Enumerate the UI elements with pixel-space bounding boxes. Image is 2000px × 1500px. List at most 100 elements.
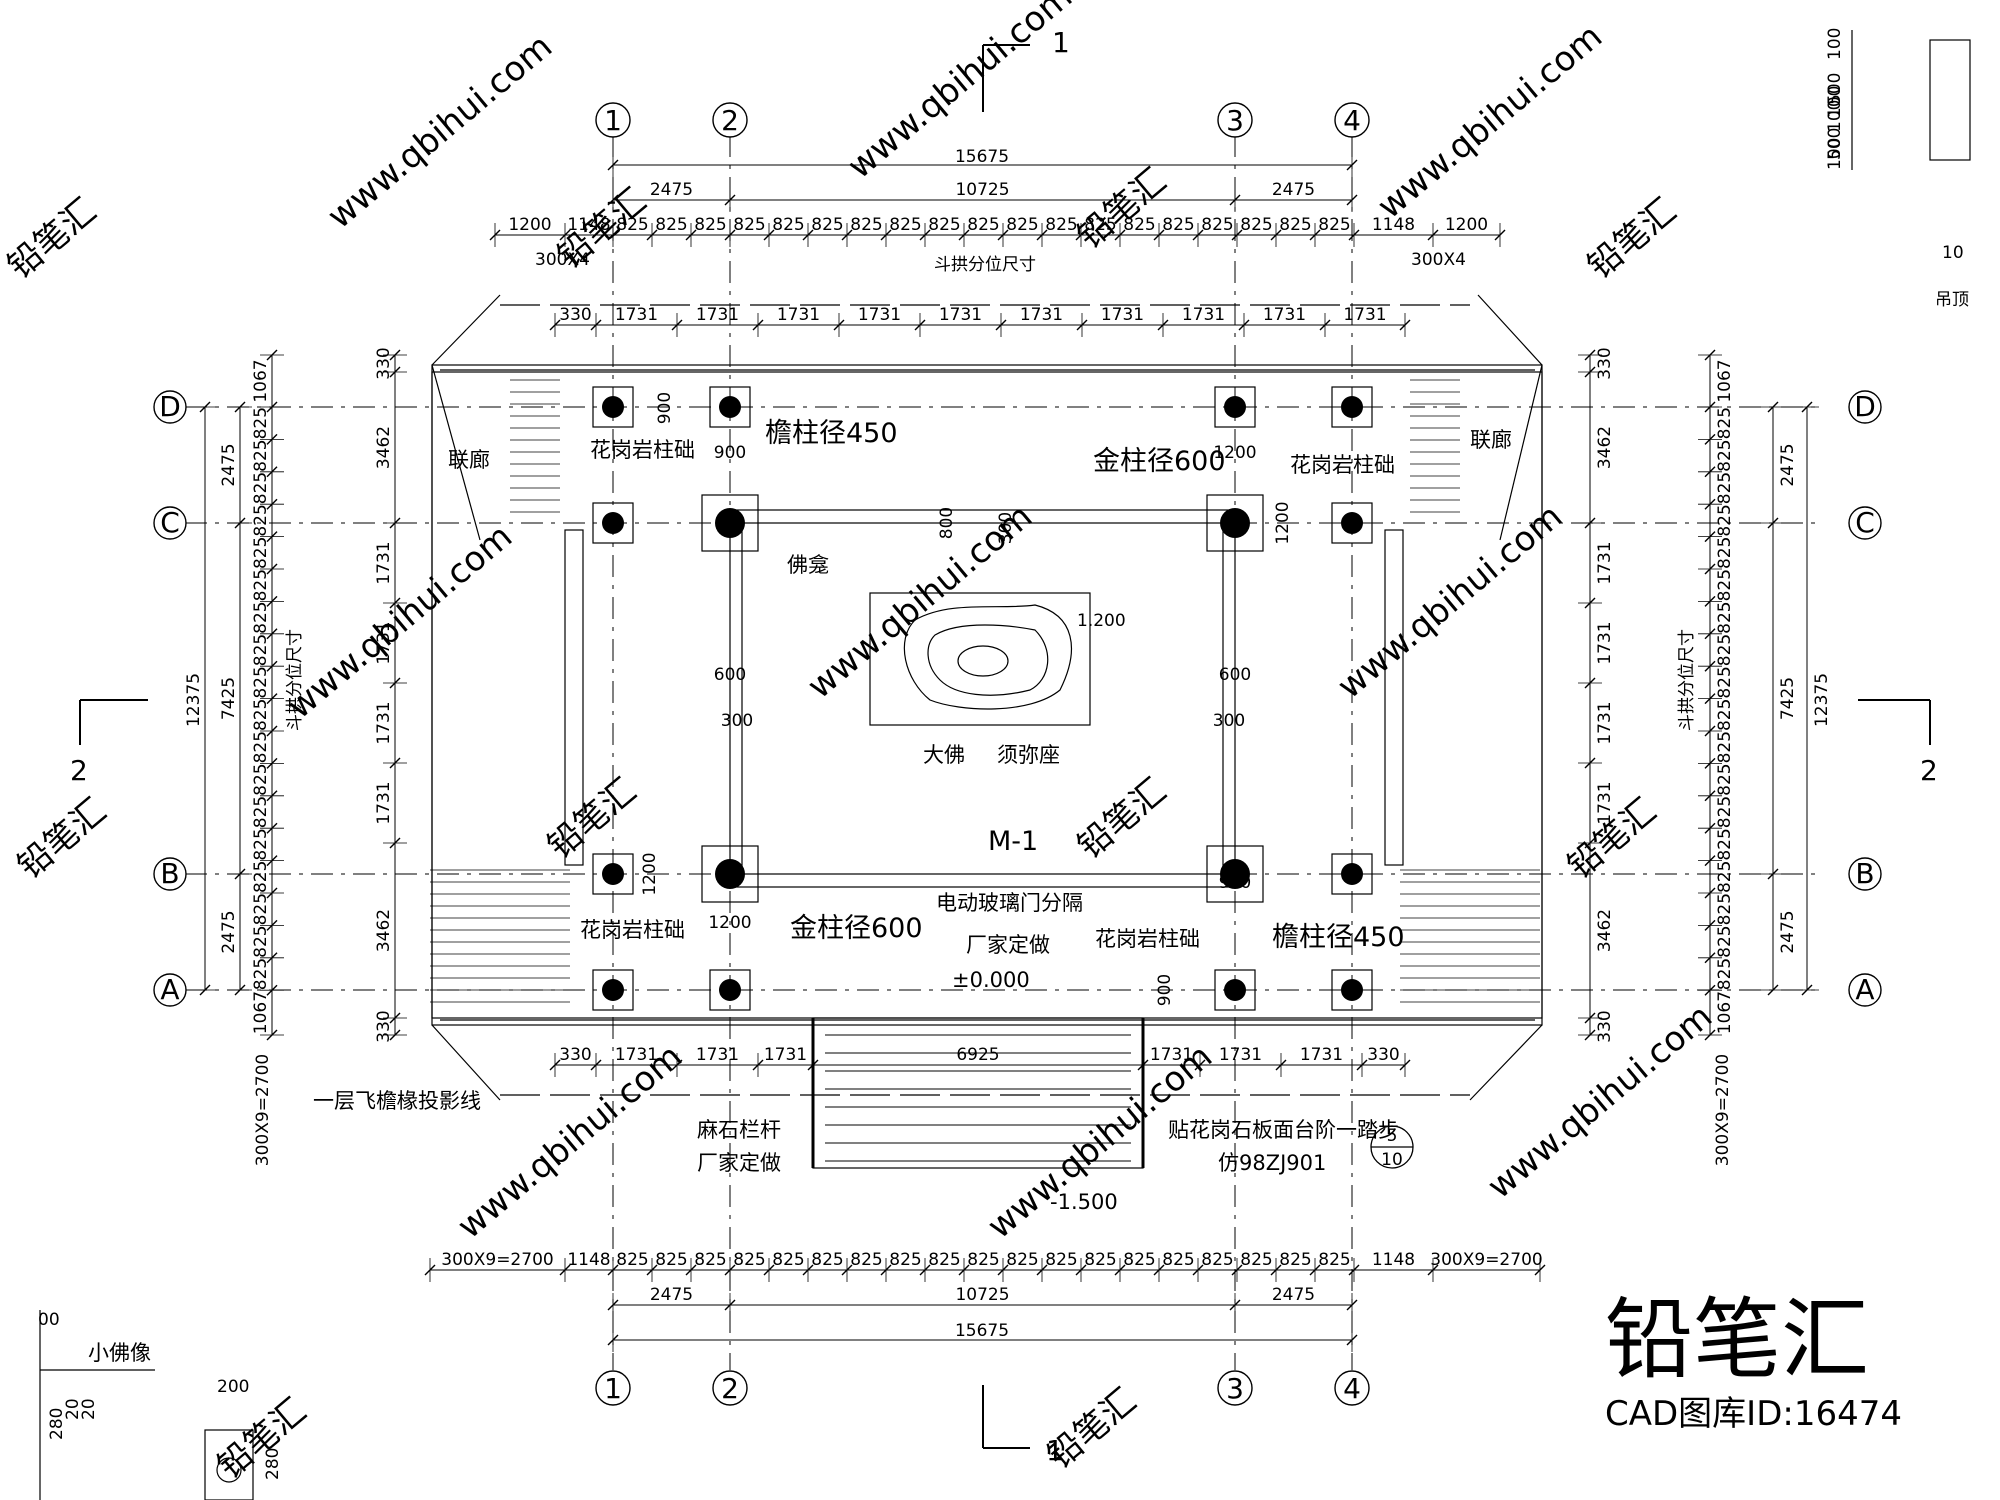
bay-dimension-top2: 1731	[858, 305, 901, 325]
main-column	[1220, 508, 1250, 538]
axis-bubble	[595, 102, 631, 138]
right-bracket-dimension: 825	[1715, 763, 1735, 795]
column-base	[592, 853, 634, 895]
right-grid-dimension: 7425	[1778, 677, 1798, 720]
bay-dimension-top2: 1731	[1182, 305, 1225, 325]
bracket-dimension-top: 825	[1240, 215, 1272, 235]
eave-column	[719, 396, 741, 418]
axis-label-col: 3	[1226, 1372, 1244, 1405]
column-base	[1214, 969, 1256, 1011]
bracket-dimension-top: 825	[850, 215, 882, 235]
column-dimension: 900	[1155, 974, 1175, 1006]
bracket-dimension-bottom: 825	[616, 1250, 648, 1270]
wall-dimension: 600	[714, 665, 746, 685]
bracket-dimension-top: 1200	[1445, 215, 1488, 235]
right-bracket-dimension: 825	[1715, 407, 1735, 439]
left-bay-dimension: 1731	[374, 541, 394, 584]
right-grid-dimension: 2475	[1778, 910, 1798, 953]
wall-dimension: 300	[1213, 711, 1245, 731]
axis-label-row: C	[160, 506, 180, 539]
label-small-buddha: 小佛像	[88, 1341, 151, 1365]
bracket-dimension-top: 825	[811, 215, 843, 235]
bracket-dimension-top: 825	[616, 215, 648, 235]
right-bay-dimension: 1731	[1595, 781, 1615, 824]
axis-label-col: 2	[721, 1372, 739, 1405]
bay-dimension-top: 2475	[1272, 180, 1315, 200]
watermark-name: 铅笔汇	[1070, 771, 1174, 867]
right-bracket-dimension: 825	[1715, 893, 1735, 925]
bracket-dimension-bottom: 825	[889, 1250, 921, 1270]
right-bracket-dimension: 825	[1715, 601, 1735, 633]
column-base	[709, 386, 751, 428]
right-bracket-dimension: 825	[1715, 439, 1735, 471]
front-dimension: 330	[1367, 1045, 1399, 1065]
bracket-dimension-top: 825	[694, 215, 726, 235]
total-dimension-top: 15675	[955, 147, 1009, 167]
label-door-code: M-1	[988, 826, 1038, 857]
label-door-desc: 电动玻璃门分隔	[936, 891, 1083, 915]
ceiling-detail-dim: 100	[1825, 86, 1845, 118]
detail-sheet: 10	[1381, 1150, 1403, 1170]
buddha-outline	[927, 624, 1049, 696]
bracket-dimension-top: 825	[889, 215, 921, 235]
column-base	[1331, 853, 1373, 895]
axis-label-row: D	[159, 390, 181, 423]
small-detail-dim: 280	[263, 1448, 283, 1480]
left-bracket-dimension: 825	[251, 796, 271, 828]
watermark-url: www.qbihui.com	[800, 496, 1040, 706]
eave-column	[1341, 863, 1363, 885]
watermark-name: 铅笔汇	[0, 191, 104, 287]
bay-dimension-top2: 1731	[1101, 305, 1144, 325]
watermark-name: 铅笔汇	[1040, 1381, 1144, 1477]
axis-bubble	[1217, 102, 1253, 138]
left-bracket-dimension: 825	[251, 893, 271, 925]
small-detail-dim: 280	[47, 1408, 67, 1440]
bracket-dimension-bottom: 1148	[567, 1250, 610, 1270]
watermark-url: www.qbihui.com	[450, 1036, 690, 1246]
hall-wall-outer	[729, 509, 1236, 888]
column-base	[709, 969, 751, 1011]
left-bay-dimension: 1731	[374, 621, 394, 664]
bracket-dimension-bottom: 825	[1201, 1250, 1233, 1270]
right-bracket-dimension: 825	[1715, 699, 1735, 731]
watermark-name: 铅笔汇	[1580, 191, 1684, 287]
bay-dimension-top2: 330	[559, 305, 591, 325]
bracket-dimension-bottom: 825	[694, 1250, 726, 1270]
eave-column	[1224, 979, 1246, 1001]
detail-number: 5	[1387, 1126, 1398, 1146]
front-dimension: 1731	[696, 1045, 739, 1065]
watermark-name: 铅笔汇	[10, 791, 114, 887]
front-dimension: 1731	[615, 1045, 658, 1065]
pedestal-outline	[869, 592, 1091, 726]
left-bay-dimension: 330	[374, 1010, 394, 1042]
column-dimension: 900	[714, 443, 746, 463]
total-dimension-bottom-label: 15675	[955, 1321, 1009, 1341]
axis-bubble	[1848, 390, 1882, 424]
column-base	[592, 502, 634, 544]
label-plinth: 花岗岩柱础	[580, 918, 685, 942]
right-bracket-dimension: 825	[1715, 666, 1735, 698]
bracket-dimension-bottom: 1148	[1372, 1250, 1415, 1270]
bracket-offset-right: 300X4	[1411, 250, 1466, 270]
small-detail-dim: 20	[79, 1398, 99, 1420]
column-dimension: 900	[1219, 873, 1251, 893]
bay-dimension-top2: 1731	[939, 305, 982, 325]
bay-dimension-top2: 1731	[1020, 305, 1063, 325]
eave-column	[1341, 979, 1363, 1001]
bracket-dimension-top: 1148	[1372, 215, 1415, 235]
small-detail-dim: 200	[217, 1377, 249, 1397]
ceiling-detail-dim: 10	[1942, 243, 1964, 263]
bracket-dimension-bottom: 825	[1279, 1250, 1311, 1270]
bracket-dimension-top: 825	[967, 215, 999, 235]
right-bracket-dimension: 825	[1715, 958, 1735, 990]
bracket-dimension-bottom: 825	[733, 1250, 765, 1270]
main-column	[1220, 859, 1250, 889]
wall-dimension: 300	[721, 711, 753, 731]
bracket-dimension-bottom: 825	[1045, 1250, 1077, 1270]
bay-dimension-top2: 1731	[1343, 305, 1386, 325]
label-eave-column: 檐柱径450	[765, 418, 898, 449]
right-grid-dimension: 2475	[1778, 443, 1798, 486]
right-bay-dimension: 1731	[1595, 621, 1615, 664]
wall-dimension: 600	[1219, 665, 1251, 685]
bay-dimension-top2: 1731	[1263, 305, 1306, 325]
